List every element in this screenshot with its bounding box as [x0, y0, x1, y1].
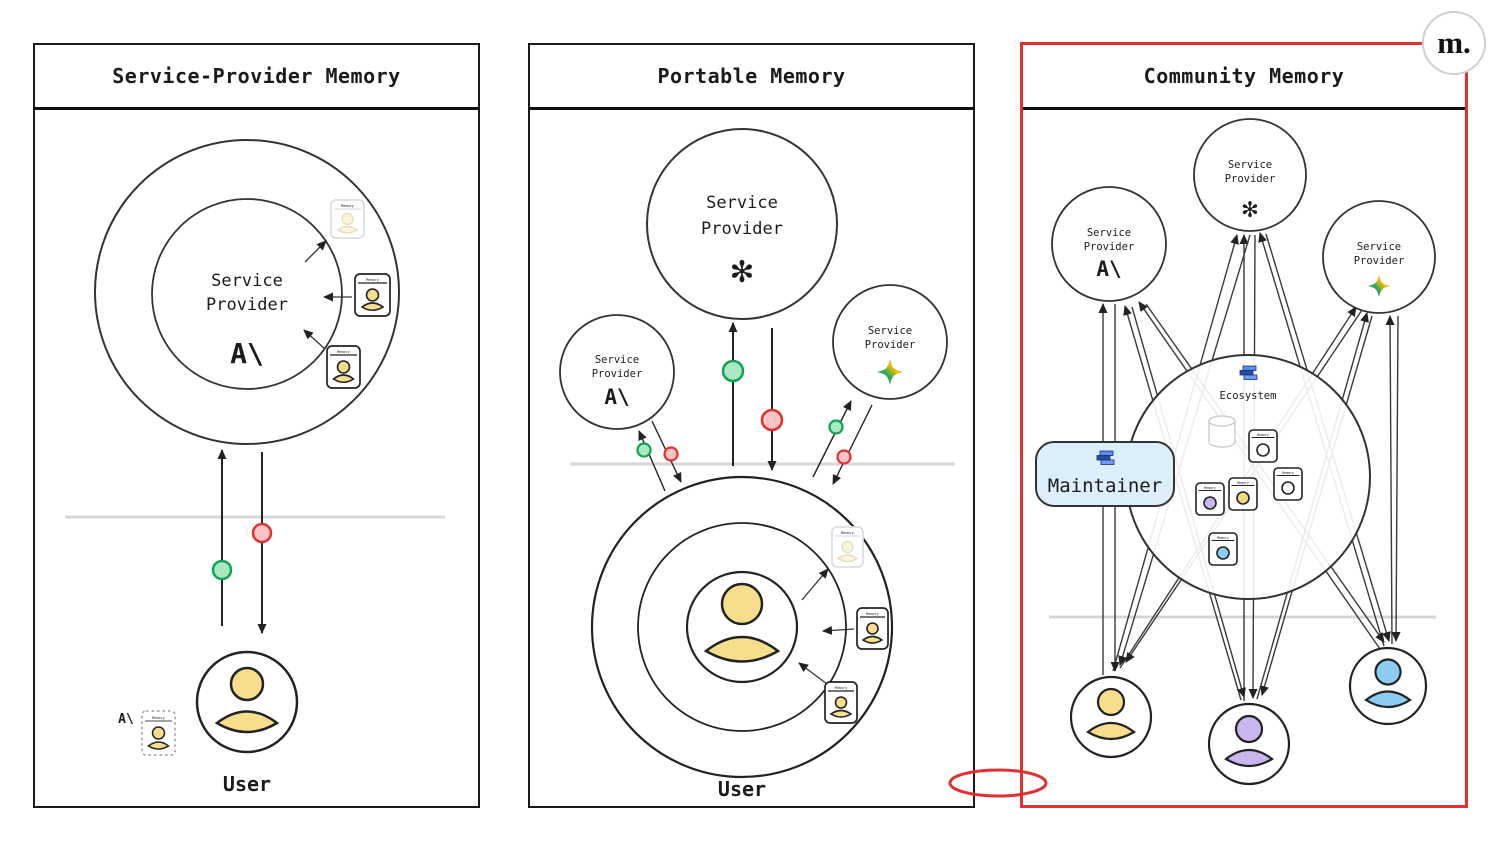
memory-card-label: Memory: [835, 686, 848, 690]
user-circle-blue: [1348, 646, 1428, 726]
memory-card: Memory: [354, 273, 391, 317]
memory-tokens: [636, 359, 852, 465]
m-watermark-text: m.: [1437, 25, 1471, 60]
provider-label-line1: Service: [868, 325, 912, 337]
user-label: User: [223, 772, 271, 796]
gemini-logo: [1368, 275, 1390, 297]
maintainer-logo: [1096, 450, 1115, 465]
memory-card-label: Memory: [1217, 536, 1229, 540]
panel1-diagram: Service Provider A\ Memory Memory: [65, 139, 445, 796]
memory-card: Memory: [824, 681, 858, 724]
anthropic-logo: A\: [604, 385, 629, 409]
memory-card-shared: Memory: [1248, 429, 1278, 463]
memory-card-label: Memory: [337, 350, 350, 354]
panel3-title: Community Memory: [1023, 45, 1465, 110]
memory-card-ghost: Memory: [330, 199, 365, 239]
anthropic-logo: A\: [230, 337, 264, 370]
red-memory-token: [836, 449, 852, 465]
green-memory-token: [636, 442, 652, 458]
user-circle-yellow: [1069, 675, 1153, 759]
annotation-ellipse: [948, 768, 1048, 798]
user-avatar: [703, 582, 781, 663]
panel-portable-memory: Portable Memory: [528, 43, 975, 808]
memory-card-shared: Memory: [1273, 467, 1303, 501]
memory-card-label: Memory: [841, 531, 854, 535]
provider-label-line1: Service: [706, 193, 778, 213]
memory-card-arrows: [303, 240, 352, 350]
red-memory-token: [760, 408, 784, 432]
openai-logo: ✻: [1242, 194, 1258, 224]
provider-label-line1: Service: [1357, 241, 1401, 253]
provider-label-line1: Service: [1087, 227, 1131, 239]
memory-card-purple: Memory: [1195, 482, 1225, 516]
provider-label-line2: Provider: [865, 339, 916, 351]
provider-label-line2: Provider: [206, 295, 288, 315]
service-provider-circle-anthropic: Service Provider A\: [559, 314, 675, 430]
user-avatar: [214, 666, 280, 734]
service-provider-circle-gemini: Service Provider: [1322, 200, 1436, 314]
memory-card-label: Memory: [1237, 481, 1249, 485]
provider-outer-circle: [94, 139, 400, 445]
green-memory-token: [828, 419, 844, 435]
openai-logo: ✻: [731, 250, 753, 291]
memory-card-arrows: [798, 568, 855, 685]
memory-card-label: Memory: [866, 612, 879, 616]
memory-card-yellow: Memory: [1228, 477, 1258, 511]
panel2-title: Portable Memory: [530, 45, 973, 110]
ecosystem-logo: [1239, 365, 1258, 380]
provider-label-line2: Provider: [592, 368, 643, 380]
panel3-diagram: Ecosystem Memory Memory Memo: [1035, 118, 1436, 786]
memory-cylinder-ghost: [1208, 415, 1236, 448]
provider-label-line1: Service: [595, 354, 639, 366]
green-memory-token: [721, 359, 745, 383]
provider-inner-circle: [151, 198, 343, 390]
user-circle-purple: [1207, 702, 1291, 786]
provider-label-line2: Provider: [1354, 255, 1405, 267]
red-memory-token: [251, 522, 273, 544]
service-provider-circle-anthropic: Service Provider A\: [1051, 186, 1167, 302]
provider-label-line2: Provider: [701, 219, 783, 239]
memory-card-blue: Memory: [1208, 532, 1238, 566]
user-provider-flow-arrows: [217, 449, 267, 634]
user-middle-circle: [637, 522, 847, 732]
service-provider-circle-openai: Service Provider ✻: [646, 128, 838, 320]
memory-card-label: Memory: [1282, 471, 1294, 475]
maintainer-box: Maintainer: [1035, 441, 1175, 507]
anthropic-logo-small: A\: [118, 712, 134, 727]
memory-card: Memory: [326, 345, 361, 389]
provider-label-line2: Provider: [1084, 241, 1135, 253]
service-provider-circle-gemini: Service Provider: [832, 284, 948, 400]
memory-card-dashed: Memory: [141, 710, 176, 756]
panel1-title: Service-Provider Memory: [35, 45, 478, 110]
memory-card-label: Memory: [152, 716, 165, 720]
provider-label-line1: Service: [211, 271, 283, 291]
provider-label-line1: Service: [1228, 159, 1272, 171]
provider-label-line2: Provider: [1225, 173, 1276, 185]
maintainer-label: Maintainer: [1048, 475, 1162, 497]
user-outer-circle: [590, 475, 894, 779]
panel-community-memory: Community Memory: [1020, 42, 1468, 808]
ecosystem-label: Ecosystem: [1220, 390, 1277, 402]
memory-card: Memory: [856, 607, 889, 650]
memory-card-ghost: Memory: [831, 526, 864, 568]
anthropic-logo: A\: [1096, 257, 1121, 281]
service-provider-circle-openai: Service Provider ✻: [1193, 118, 1307, 232]
user-provider-flow-arrows: [638, 322, 873, 492]
gemini-logo: [877, 359, 903, 385]
green-memory-token: [211, 559, 233, 581]
user-label: User: [718, 777, 766, 801]
memory-card-label: Memory: [1204, 486, 1216, 490]
panel-service-provider-memory: Service-Provider Memory Service Provider…: [33, 43, 480, 808]
memory-card-label: Memory: [1257, 433, 1269, 437]
m-watermark-badge: m.: [1422, 11, 1486, 75]
panel2-diagram: Service Provider ✻ Service Provider A\ S…: [559, 128, 955, 801]
user-inner-circle: [685, 570, 799, 684]
memory-card-label: Memory: [341, 204, 354, 208]
memory-card-label: Memory: [366, 278, 379, 282]
red-memory-token: [663, 446, 679, 462]
